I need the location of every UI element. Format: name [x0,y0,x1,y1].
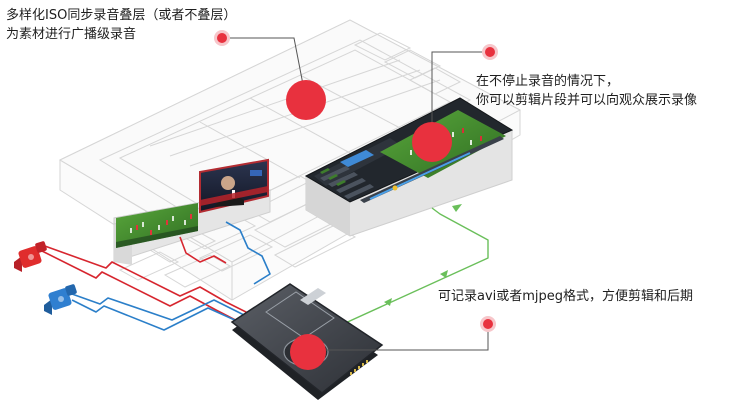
hotspot-live-clip[interactable] [412,122,452,162]
preview-monitor-block [113,158,271,265]
video-feed-studio [199,158,269,214]
annotation-leader-lines [222,37,490,351]
caption-line: 可记录avi或者mjpeg格式，方便剪辑和后期 [438,289,694,304]
caption-line: 为素材进行广播级录音 [6,27,137,42]
video-camera-icon [44,284,77,315]
video-feed-football [116,203,198,248]
marker-dot [482,44,498,60]
clip-list-panel [314,138,402,199]
caption-layered-recording: 多样化ISO同步录音叠层（或者不叠层） 为素材进行广播级录音 [6,6,236,44]
caption-line: 多样化ISO同步录音叠层（或者不叠层） [6,8,237,23]
timeline-bar [360,136,504,203]
editing-monitor-block [304,97,514,237]
marker-dot [480,316,496,332]
hotspot-file-format[interactable] [290,334,326,370]
marker-dot [214,30,230,46]
hotspot-layered-recording[interactable] [286,80,326,120]
signal-lines [41,204,489,331]
video-camera-icon [14,241,47,272]
caption-live-clip: 在不停止录音的情况下， 你可以剪辑片段并可以向观众展示录像 [476,72,697,110]
caption-line: 在不停止录音的情况下， [476,74,620,89]
caption-file-format: 可记录avi或者mjpeg格式，方便剪辑和后期 [438,287,693,306]
caption-line: 你可以剪辑片段并可以向观众展示录像 [476,93,698,108]
